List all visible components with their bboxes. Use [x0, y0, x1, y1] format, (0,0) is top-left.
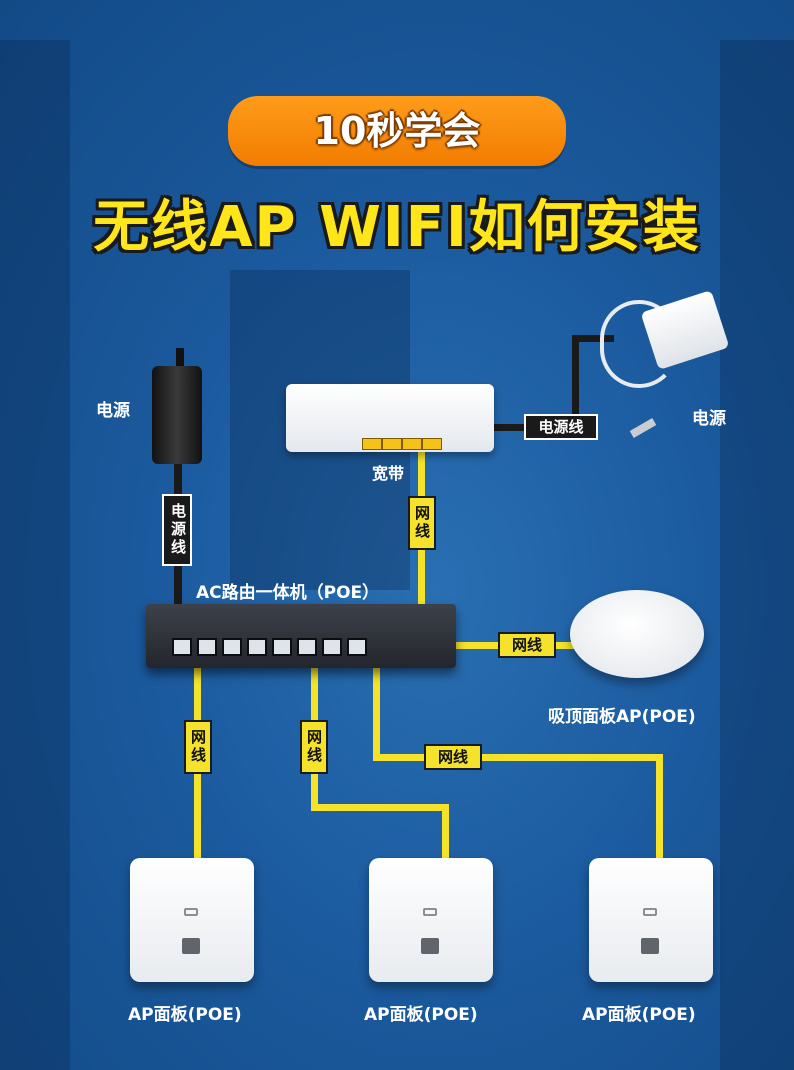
switch-port — [247, 638, 267, 656]
net-cable-panel-3-wire-v2 — [656, 754, 663, 860]
label-panel-1: AP面板(POE) — [128, 1005, 242, 1025]
tag-net-panel-2: 网线 — [300, 720, 328, 774]
power-cable-right-wire-top — [572, 335, 614, 342]
ap-wall-panel-1 — [130, 858, 254, 982]
panel-3-led-icon — [643, 908, 657, 916]
title-pill: 10秒学会 — [228, 96, 566, 166]
tag-power-cable-right: 电源线 — [524, 414, 598, 440]
power-adapter-right-plug — [629, 418, 657, 438]
panel-2-ethernet-jack-icon — [421, 938, 439, 954]
label-modem: 宽带 — [372, 464, 405, 483]
tag-net-panel-3: 网线 — [424, 744, 482, 770]
net-cable-panel-2-wire-v2 — [442, 804, 449, 860]
switch-port — [272, 638, 292, 656]
background-rack-right — [720, 40, 794, 1070]
modem-port — [362, 438, 382, 450]
switch-port — [322, 638, 342, 656]
switch-port — [222, 638, 242, 656]
switch-port — [347, 638, 367, 656]
label-ceiling-ap: 吸顶面板AP(POE) — [548, 707, 696, 727]
panel-1-ethernet-jack-icon — [182, 938, 200, 954]
modem-port — [382, 438, 402, 450]
tag-net-modem: 网线 — [408, 496, 436, 550]
power-adapter-left-cord — [176, 348, 184, 370]
switch-port — [172, 638, 192, 656]
label-router: AC路由一体机（POE） — [196, 583, 380, 603]
ceiling-access-point — [570, 590, 704, 678]
tag-net-ceiling: 网线 — [498, 632, 556, 658]
headline: 无线AP WIFI如何安装 — [93, 195, 701, 260]
switch-port — [197, 638, 217, 656]
switch-port — [297, 638, 317, 656]
label-panel-2: AP面板(POE) — [364, 1005, 478, 1025]
label-power-left: 电源 — [96, 401, 130, 421]
tag-net-panel-1: 网线 — [184, 720, 212, 774]
panel-3-ethernet-jack-icon — [641, 938, 659, 954]
power-adapter-right-cord — [600, 300, 678, 388]
ac-router-poe-switch — [146, 604, 456, 668]
net-cable-panel-2-wire-h — [311, 804, 449, 811]
ap-wall-panel-3 — [589, 858, 713, 982]
modem-port — [402, 438, 422, 450]
modem-port — [422, 438, 442, 450]
ap-wall-panel-2 — [369, 858, 493, 982]
net-cable-panel-3-wire-h — [373, 754, 663, 761]
label-power-right: 电源 — [692, 409, 726, 429]
tag-power-cable-left: 电源线 — [162, 494, 192, 566]
label-panel-3: AP面板(POE) — [582, 1005, 696, 1025]
background-rack-left — [0, 40, 70, 1070]
panel-2-led-icon — [423, 908, 437, 916]
power-cable-right-wire-v — [572, 335, 579, 431]
power-adapter-left — [152, 366, 202, 464]
panel-1-led-icon — [184, 908, 198, 916]
net-cable-panel-3-wire-v1 — [373, 668, 380, 760]
